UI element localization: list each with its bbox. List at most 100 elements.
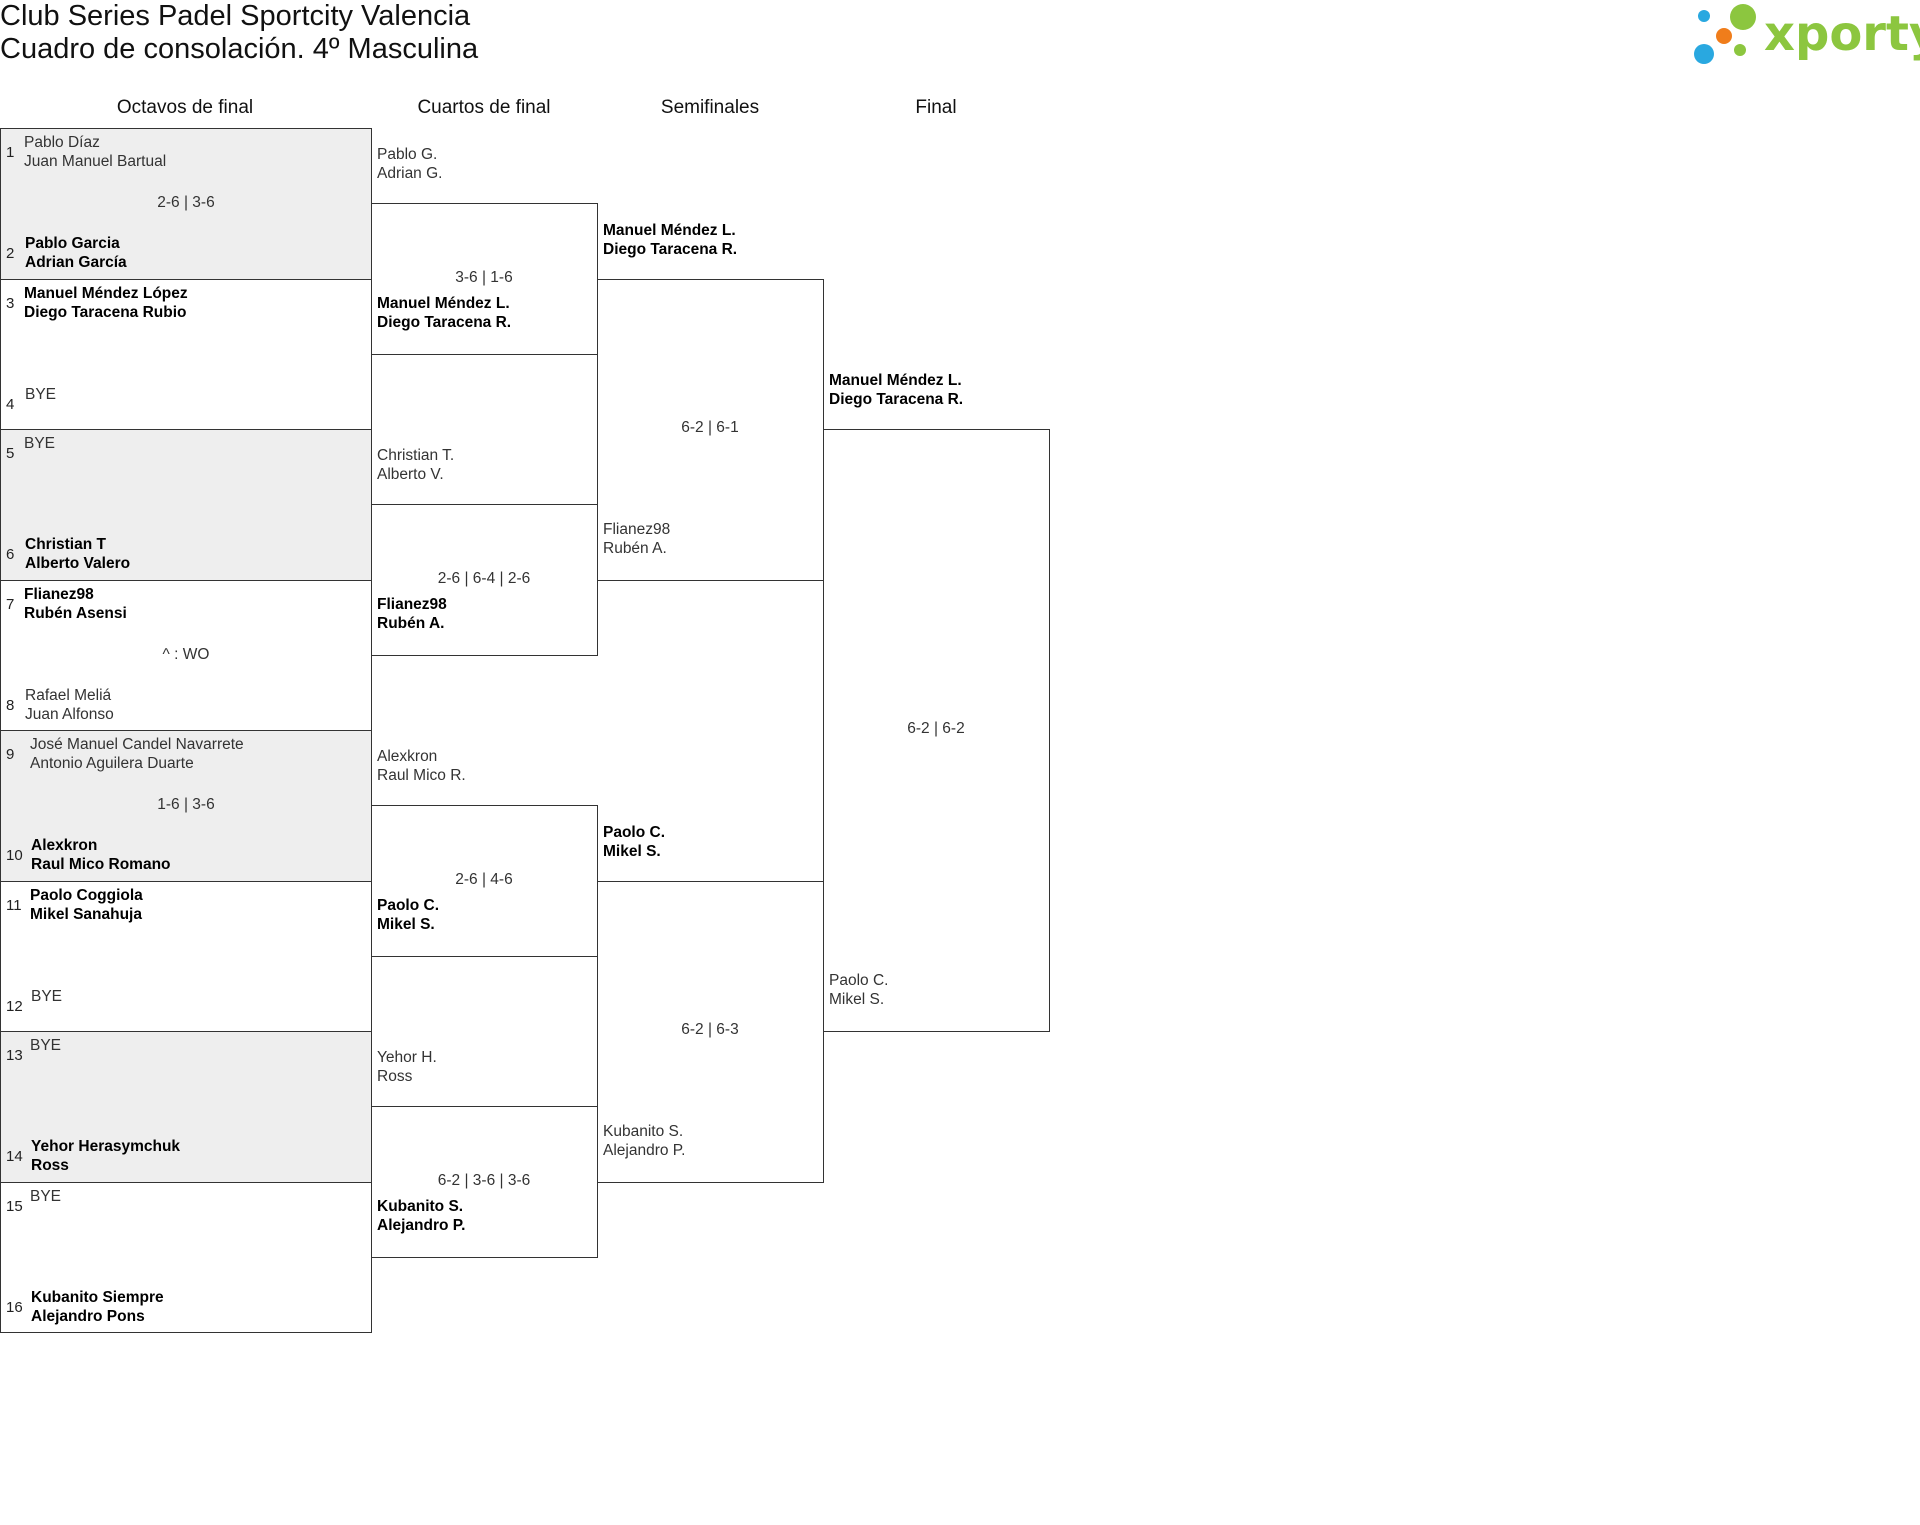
team-player-2: Alejandro P. <box>603 1141 686 1159</box>
match-box <box>823 429 1050 1032</box>
team-player-1: Yehor H. <box>377 1049 437 1067</box>
team-player-1: Kubanito S. <box>377 1197 464 1215</box>
seed-number: 7 <box>6 595 15 613</box>
match-score: 2-6 | 3-6 <box>157 194 215 211</box>
team-player-1: Christian T <box>25 536 106 553</box>
logo-dot-green <box>1730 4 1756 30</box>
draw-title: Cuadro de consolación. 4º Masculina <box>0 33 479 65</box>
team-player-2: Raul Mico R. <box>377 767 466 785</box>
match-score: ^ : WO <box>162 645 210 663</box>
team-player-1: BYE <box>30 1187 62 1205</box>
seed-number: 14 <box>6 1148 23 1165</box>
team-player-2: Raul Mico Romano <box>31 856 171 873</box>
match-box <box>0 730 372 882</box>
team-player-1: Pablo G. <box>377 146 438 164</box>
team-player-1: Kubanito S. <box>603 1122 684 1140</box>
match-score: 2-6 | 4-6 <box>455 870 513 888</box>
team-player-1: Paolo C. <box>377 896 440 914</box>
team-player-1: BYE <box>24 435 56 452</box>
team-player-2: Mikel S. <box>377 915 435 933</box>
seed-number: 10 <box>6 847 23 864</box>
team-player-1: Paolo C. <box>829 972 889 989</box>
match-score: 2-6 | 6-4 | 2-6 <box>437 569 531 587</box>
team-player-2: Mikel Sanahuja <box>30 905 142 923</box>
logo-dot-blue-large <box>1694 44 1714 64</box>
seed-number: 4 <box>6 395 15 413</box>
xporty-logo: xporty <box>1694 0 1920 70</box>
team-player-1: Flianez98 <box>377 595 447 613</box>
match-box <box>0 128 372 280</box>
team-player-2: Juan Manuel Bartual <box>24 153 167 170</box>
team-player-2: Mikel S. <box>603 842 661 860</box>
team-player-1: Rafael Meliá <box>25 686 112 704</box>
team-player-1: Flianez98 <box>603 520 671 538</box>
team-player-2: Diego Taracena R. <box>377 313 512 331</box>
team-player-2: Rubén Asensi <box>24 604 127 622</box>
team-player-1: Flianez98 <box>24 585 94 603</box>
team-player-1: Kubanito Siempre <box>31 1288 164 1306</box>
seed-number: 13 <box>6 1047 23 1064</box>
team-player-2: Rubén A. <box>377 614 445 632</box>
match-score: 3-6 | 1-6 <box>455 268 513 286</box>
match-score: 6-2 | 3-6 | 3-6 <box>437 1171 531 1189</box>
seed-number: 1 <box>6 144 15 161</box>
round-header: Cuartos de final <box>417 97 551 118</box>
match-box <box>0 429 372 581</box>
team-player-2: Antonio Aguilera Duarte <box>30 755 194 772</box>
seed-number: 9 <box>6 746 15 763</box>
round-header: Octavos de final <box>116 97 254 118</box>
logo-wordmark: xporty <box>1764 6 1920 62</box>
team-player-2: Ross <box>377 1068 413 1086</box>
seed-number: 6 <box>6 546 15 563</box>
team-player-2: Alejandro Pons <box>31 1307 145 1325</box>
team-player-1: Christian T. <box>377 447 455 465</box>
team-player-1: Manuel Méndez López <box>24 284 188 302</box>
seed-number: 15 <box>6 1197 23 1215</box>
team-player-2: Rubén A. <box>603 539 667 557</box>
team-player-2: Diego Taracena Rubio <box>24 303 187 321</box>
match-score: 6-2 | 6-2 <box>907 720 965 737</box>
team-player-2: Alejandro P. <box>377 1216 466 1234</box>
team-player-2: Adrian García <box>25 254 127 271</box>
team-player-1: Pablo Díaz <box>24 134 100 151</box>
round-header: Final <box>915 97 957 118</box>
logo-dot-blue <box>1698 10 1710 22</box>
team-player-1: Paolo Coggiola <box>30 886 143 904</box>
seed-number: 2 <box>6 245 15 262</box>
team-player-2: Diego Taracena R. <box>829 391 964 408</box>
team-player-1: BYE <box>25 385 57 403</box>
team-player-1: Alexkron <box>31 837 98 854</box>
match-score: 6-2 | 6-3 <box>681 1021 739 1038</box>
team-player-2: Alberto V. <box>377 466 444 484</box>
team-player-1: José Manuel Candel Navarrete <box>30 736 244 753</box>
seed-number: 16 <box>6 1298 23 1316</box>
team-player-2: Adrian G. <box>377 165 443 183</box>
match-box <box>0 1031 372 1183</box>
team-player-2: Diego Taracena R. <box>603 240 738 258</box>
team-player-1: Manuel Méndez L. <box>603 221 736 239</box>
team-player-1: Alexkron <box>377 748 438 766</box>
round-header: Semifinales <box>660 97 760 118</box>
tournament-title: Club Series Padel Sportcity Valencia <box>0 0 471 32</box>
seed-number: 12 <box>6 997 23 1015</box>
logo-dot-orange <box>1716 28 1732 44</box>
team-player-2: Alberto Valero <box>25 555 131 572</box>
team-player-1: BYE <box>31 987 63 1005</box>
seed-number: 11 <box>6 896 22 914</box>
team-player-1: Manuel Méndez L. <box>829 372 962 389</box>
team-player-1: Yehor Herasymchuk <box>31 1138 181 1155</box>
team-player-2: Juan Alfonso <box>25 705 114 723</box>
team-player-2: Mikel S. <box>829 991 885 1008</box>
logo-dot-green-small <box>1734 44 1746 56</box>
seed-number: 3 <box>6 294 15 312</box>
match-score: 6-2 | 6-1 <box>681 419 739 436</box>
team-player-1: Pablo Garcia <box>25 235 120 252</box>
seed-number: 5 <box>6 445 15 462</box>
match-score: 1-6 | 3-6 <box>157 796 215 813</box>
team-player-1: Manuel Méndez L. <box>377 294 510 312</box>
team-player-1: BYE <box>30 1037 62 1054</box>
seed-number: 8 <box>6 696 15 714</box>
team-player-1: Paolo C. <box>603 823 666 841</box>
team-player-2: Ross <box>31 1157 69 1174</box>
